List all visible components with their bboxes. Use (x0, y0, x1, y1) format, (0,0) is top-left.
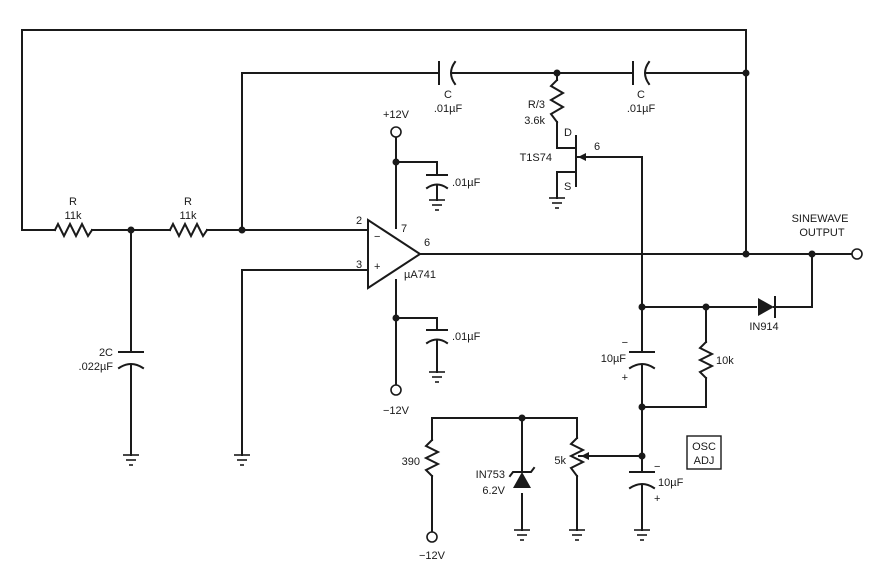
diode-in914 (758, 296, 776, 318)
fet-gate-pin-label: 6 (594, 141, 600, 153)
opamp-name-label: µA741 (404, 269, 436, 281)
pot-value-label: 5k (554, 455, 566, 467)
zener-name-label: IN753 (476, 469, 505, 481)
c2c-value-label: .022µF (79, 361, 114, 373)
resistor-r3 (549, 78, 565, 124)
pin2-label: 2 (356, 215, 362, 227)
resistor-10k (697, 340, 715, 380)
jfet-t1s74 (556, 135, 586, 187)
terminal-minus12v-bottom (426, 531, 438, 543)
c-top-left-name-label: C (444, 89, 452, 101)
r2-name-label: R (184, 196, 192, 208)
c-top-left-value-label: .01µF (434, 103, 463, 115)
output-label-line2: OUTPUT (799, 227, 845, 239)
osc-adj-box (686, 435, 722, 470)
wires (21, 29, 853, 533)
bypass-top-label: .01µF (452, 177, 481, 189)
output-label-line1: SINEWAVE (792, 213, 849, 225)
zener-value-label: 6.2V (482, 485, 505, 497)
c2c-name-label: 2C (99, 347, 113, 359)
fet-name-label: T1S74 (520, 152, 552, 164)
pin3-label: 3 (356, 259, 362, 271)
vplus-label: +12V (383, 109, 410, 121)
fet-d-label: D (564, 127, 572, 139)
c-top-right-value-label: .01µF (627, 103, 656, 115)
junction-dots (127, 69, 816, 460)
capacitor-bypass-bottom (425, 329, 449, 345)
r10k-value: 10k (716, 355, 734, 367)
ground-symbols (123, 197, 650, 541)
c-top-right-name-label: C (637, 89, 645, 101)
vminus-label: −12V (383, 405, 410, 417)
r3-name-label: R/3 (528, 99, 545, 111)
capacitor-10uf-b (628, 471, 656, 490)
resistor-390 (423, 438, 441, 478)
cap10b-plus: + (654, 493, 660, 505)
cap10b-minus: − (654, 461, 660, 473)
pot-wiper-arrow (581, 452, 589, 460)
r1-value-label: 11k (65, 210, 82, 222)
r2-value-label: 11k (180, 210, 197, 222)
terminal-output (851, 248, 863, 260)
capacitor-c-top-left (438, 60, 457, 86)
opamp-plus-label: + (374, 261, 380, 273)
pin7-label: 7 (401, 223, 407, 235)
terminal-plus12v (390, 126, 402, 138)
resistor-r2 (168, 221, 209, 239)
r390-value: 390 (402, 456, 420, 468)
potentiometer-5k (568, 436, 586, 478)
pin6-label: 6 (424, 237, 430, 249)
cap10a-plus: + (622, 372, 628, 384)
opamp-triangle (367, 218, 422, 290)
capacitor-c-top-right (632, 60, 651, 86)
cap10a-value: 10µF (601, 353, 627, 365)
capacitor-bypass-top (425, 174, 449, 190)
cap10b-value: 10µF (658, 477, 684, 489)
osc-label-line2: ADJ (694, 455, 715, 467)
bypass-bottom-label: .01µF (452, 331, 481, 343)
terminal-minus12v (390, 384, 402, 396)
capacitor-10uf-a (628, 351, 656, 370)
zener-in753 (508, 466, 536, 488)
fet-s-label: S (564, 181, 571, 193)
osc-label-line1: OSC (692, 441, 716, 453)
cap10a-minus: − (622, 337, 628, 349)
r3-value-label: 3.6k (524, 115, 545, 127)
capacitor-2c (117, 351, 145, 370)
opamp-minus-label: − (374, 231, 380, 243)
vminus-bottom-label: −12V (419, 550, 446, 562)
r1-name-label: R (69, 196, 77, 208)
resistor-r1 (53, 221, 94, 239)
diode-label: IN914 (749, 321, 778, 333)
